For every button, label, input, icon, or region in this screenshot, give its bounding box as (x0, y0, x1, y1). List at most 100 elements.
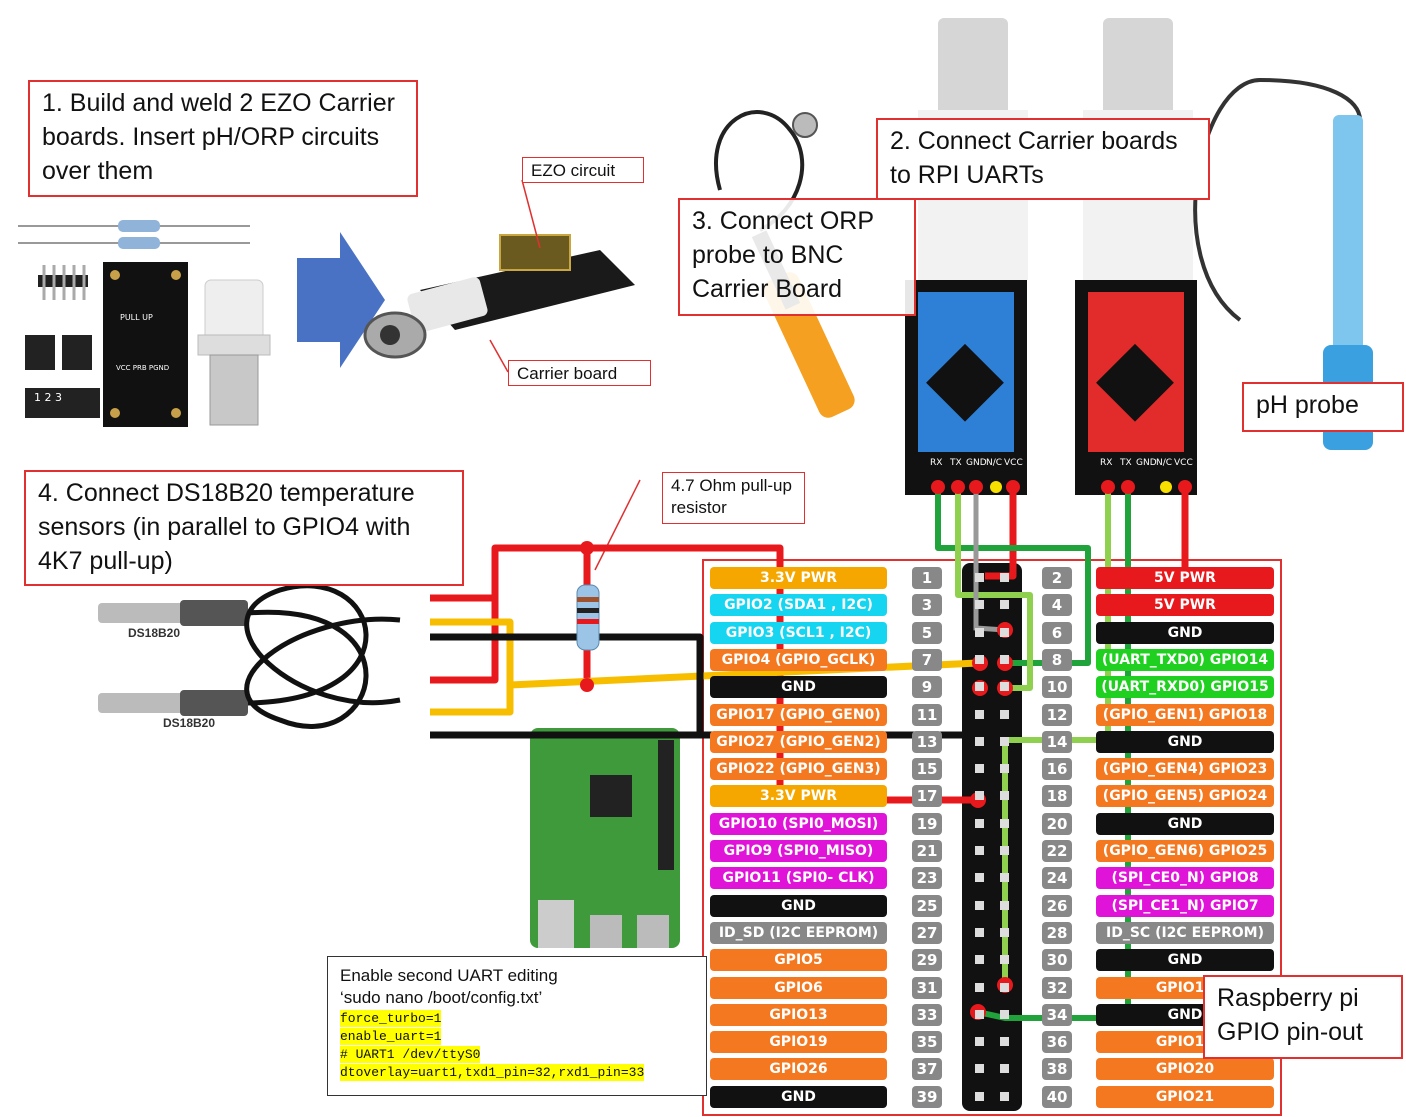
header-pin (1000, 600, 1009, 609)
rpi-pinout-callout: Raspberry pi GPIO pin-out (1203, 975, 1403, 1059)
header-pin (1000, 873, 1009, 882)
pin-number: 29 (912, 949, 942, 971)
header-pin (975, 928, 984, 937)
ph-ezo-board-illustration (1075, 280, 1197, 495)
ds18b20-sensors-illustration (98, 583, 401, 729)
header-pin (1000, 1010, 1009, 1019)
pin-label: GPIO3 (SCL1 , I2C) (710, 622, 887, 644)
pin-label: (GPIO_GEN4) GPIO23 (1096, 758, 1274, 780)
pin-label: GPIO17 (GPIO_GEN0) (710, 704, 887, 726)
pin-label: (UART_RXD0) GPIO15 (1096, 676, 1274, 698)
resistor-parts-illustration (18, 220, 250, 249)
header-pin (1000, 1092, 1009, 1101)
gpio-header-strip (962, 563, 1022, 1111)
pin-number: 27 (912, 922, 942, 944)
raspberry-pi-board-illustration (530, 728, 680, 948)
pin-label: GPIO21 (1096, 1086, 1274, 1108)
header-pin (975, 737, 984, 746)
pin-label-rx: RX (930, 458, 943, 468)
config-line: # UART1 /dev/ttyS0 (340, 1046, 481, 1063)
pin-number: 37 (912, 1058, 942, 1080)
pin-label-tx: TX (1120, 458, 1132, 468)
uart-config-box: Enable second UART editing ‘sudo nano /b… (327, 956, 707, 1096)
pin-number: 25 (912, 895, 942, 917)
pin-label: GPIO10 (SPI0_MOSI) (710, 813, 887, 835)
svg-text:VCC PRB PGND: VCC PRB PGND (116, 364, 169, 372)
pin-label-nc: N/C (986, 458, 1003, 468)
pin-label: GND (1096, 731, 1274, 753)
pin-number: 26 (1042, 895, 1072, 917)
pin-label: GND (710, 1086, 887, 1108)
header-pin (975, 791, 984, 800)
header-pin (975, 1010, 984, 1019)
pin-label: GPIO22 (GPIO_GEN3) (710, 758, 887, 780)
header-pin (1000, 955, 1009, 964)
config-line: force_turbo=1 (340, 1010, 442, 1027)
pin-label: 3.3V PWR (710, 567, 887, 589)
pin-label: (GPIO_GEN1) GPIO18 (1096, 704, 1274, 726)
pin-label: GPIO27 (GPIO_GEN2) (710, 731, 887, 753)
header-pin (975, 983, 984, 992)
header-pin (975, 901, 984, 910)
header-pin (1000, 710, 1009, 719)
pin-label: GPIO5 (710, 949, 887, 971)
sensor-label: DS18B20 (163, 716, 216, 730)
config-title: Enable second UART editing (340, 966, 558, 985)
header-pin (1000, 1037, 1009, 1046)
pin-label-nc: N/C (1156, 458, 1173, 468)
pin-label: GND (710, 676, 887, 698)
pullup-resistor (576, 584, 600, 651)
pin-label: (UART_TXD0) GPIO14 (1096, 649, 1274, 671)
carrier-pcb-illustration: PULL UP VCC PRB PGND (103, 262, 188, 427)
pin-label: (SPI_CE1_N) GPIO7 (1096, 895, 1274, 917)
pin-number: 31 (912, 977, 942, 999)
pin-number: 21 (912, 840, 942, 862)
pin-label: GND (1096, 813, 1274, 835)
pin-number: 12 (1042, 704, 1072, 726)
header-pin (1000, 983, 1009, 992)
pin-number: 5 (912, 622, 942, 644)
assembled-carrier-illustration (363, 234, 635, 359)
pin-number: 15 (912, 758, 942, 780)
pin-label: GND (1096, 949, 1274, 971)
pin-number: 24 (1042, 867, 1072, 889)
config-line: dtoverlay=uart1,txd1_pin=32,rxd1_pin=33 (340, 1064, 645, 1081)
pin-label: GND (1096, 622, 1274, 644)
pin-number: 7 (912, 649, 942, 671)
pin-number: 30 (1042, 949, 1072, 971)
header-pin (975, 846, 984, 855)
pin-label: GND (710, 895, 887, 917)
config-line: enable_uart=1 (340, 1028, 442, 1045)
header-pin (1000, 737, 1009, 746)
header-pin (975, 655, 984, 664)
orp-carrier-pin-labels: RX TX GND N/C VCC (926, 458, 1026, 478)
pin-label: 5V PWR (1096, 567, 1274, 589)
header-pin (1000, 1064, 1009, 1073)
pin-number: 33 (912, 1004, 942, 1026)
step1-callout: 1. Build and weld 2 EZO Carrier boards. … (28, 80, 418, 197)
pin-number: 3 (912, 594, 942, 616)
pin-number: 20 (1042, 813, 1072, 835)
header-pin (975, 819, 984, 828)
pin-label: GPIO20 (1096, 1058, 1274, 1080)
header-pin (975, 628, 984, 637)
pin-label: ID_SC (I2C EEPROM) (1096, 922, 1274, 944)
header-pin (975, 873, 984, 882)
svg-text:1 2 3: 1 2 3 (34, 391, 62, 404)
pin-label-vcc: VCC (1004, 458, 1023, 468)
pin-number: 9 (912, 676, 942, 698)
pin-number: 32 (1042, 977, 1072, 999)
pin-label: GPIO11 (SPI0- CLK) (710, 867, 887, 889)
header-pin (975, 955, 984, 964)
pin-number: 34 (1042, 1004, 1072, 1026)
pin-number: 28 (1042, 922, 1072, 944)
pin-number: 16 (1042, 758, 1072, 780)
ph-carrier-pin-labels: RX TX GND N/C VCC (1096, 458, 1196, 478)
header-pin (1000, 628, 1009, 637)
step4-callout: 4. Connect DS18B20 temperature sensors (… (24, 470, 464, 586)
pin-number: 4 (1042, 594, 1072, 616)
header-pins-illustration: 1 2 3 (25, 265, 100, 418)
header-pin (1000, 791, 1009, 800)
pin-number: 19 (912, 813, 942, 835)
